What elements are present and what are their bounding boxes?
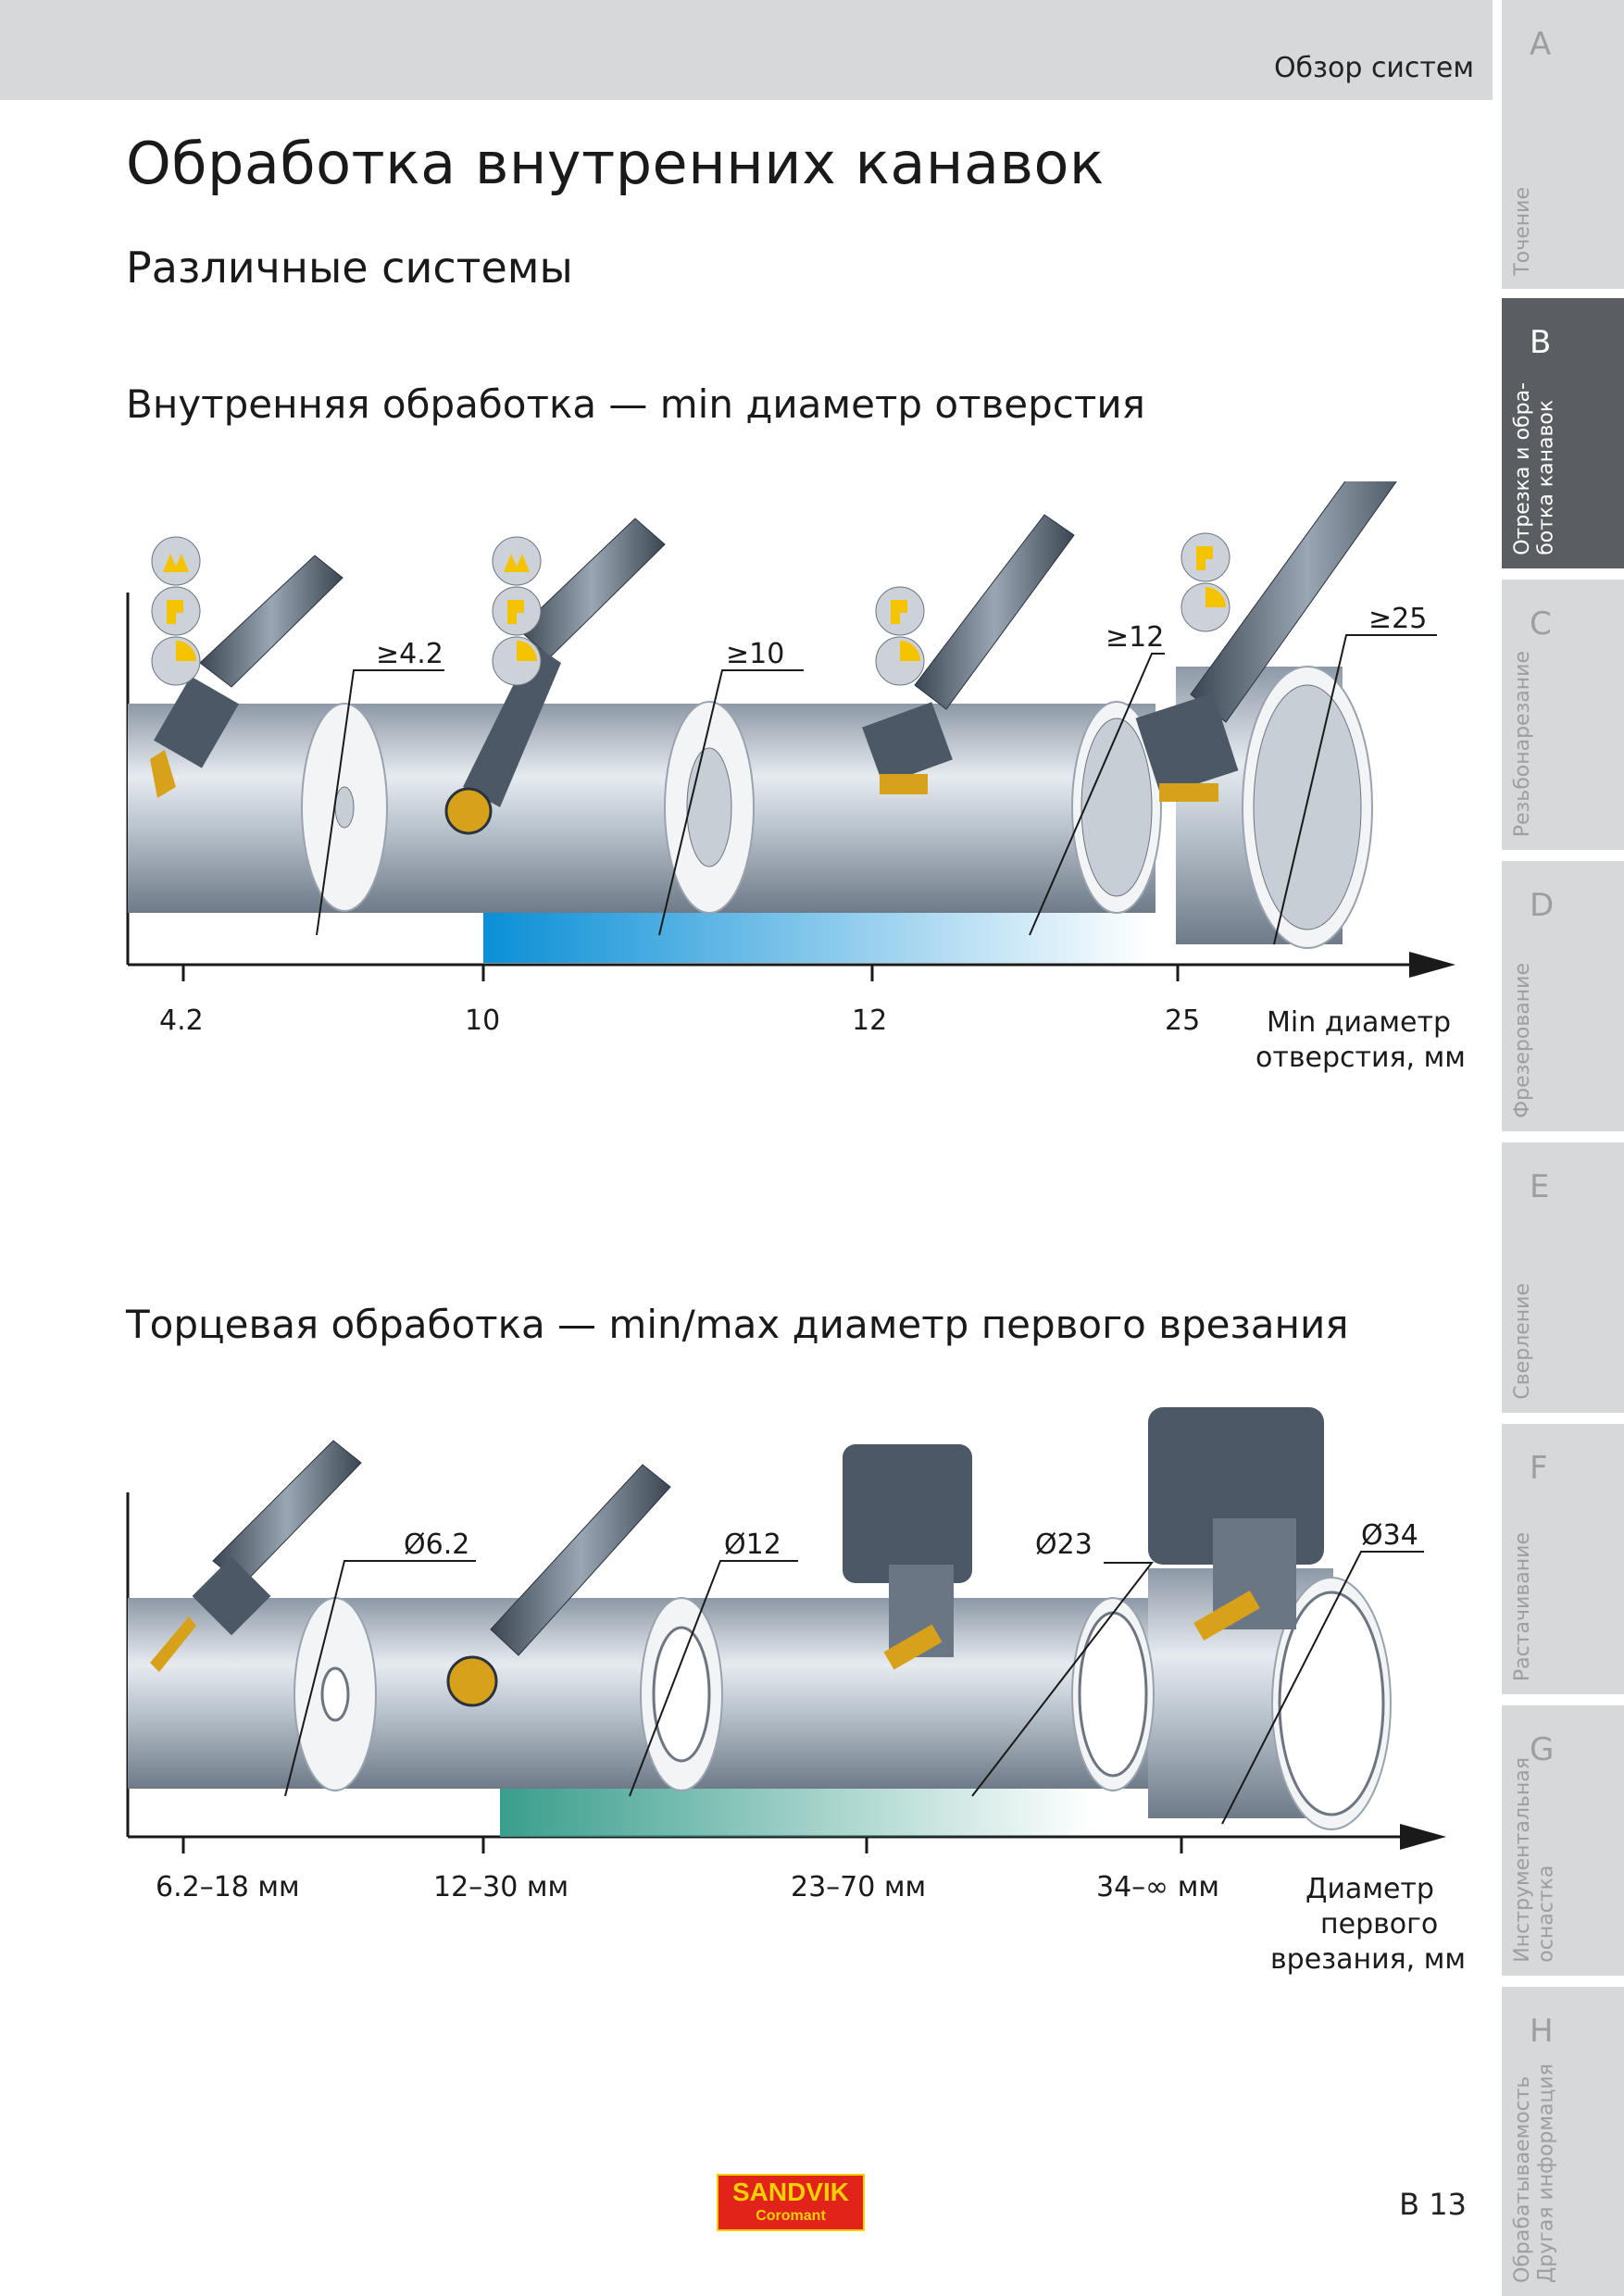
sidebar-tab-c[interactable]: C Резьбонарезание — [1502, 580, 1624, 850]
x-ticks — [181, 1837, 1183, 1853]
dimension-leaders — [316, 634, 1437, 945]
tool-1 — [150, 555, 344, 798]
tick-label: 34–∞ мм — [1096, 1871, 1219, 1903]
dim-label: ≥25 — [1368, 603, 1427, 635]
tab-label: Точение — [1511, 187, 1534, 276]
figure1-heading: Внутренняя обработка — min диаметр отвер… — [126, 381, 1145, 427]
sidebar-tab-h[interactable]: H Обрабатываемость Другая информация — [1502, 1987, 1624, 2296]
sidebar-tab-b[interactable]: B Отрезка и обра- ботка канавок — [1502, 298, 1624, 568]
tab-label: Отрезка и обра- ботка канавок — [1511, 382, 1558, 555]
bore — [334, 786, 355, 829]
logo-sub: Coromant — [756, 2208, 826, 2224]
tick-label: 12–30 мм — [433, 1871, 568, 1903]
tab-letter: B — [1530, 324, 1552, 361]
bore — [686, 747, 732, 867]
page-number: B 13 — [1399, 2187, 1467, 2222]
tab-letter: H — [1530, 2013, 1554, 2050]
tab-label: Сверление — [1511, 1283, 1534, 1400]
groove — [320, 1666, 350, 1722]
insert-icons-3 — [875, 586, 925, 686]
tab-label: Растачивание — [1511, 1531, 1534, 1681]
bore — [1253, 684, 1362, 930]
insert-icons-4 — [1181, 532, 1230, 632]
sandvik-logo: SANDVIK Coromant — [717, 2174, 865, 2231]
axis-arrow-icon — [1400, 1824, 1446, 1850]
dim-label: ≥4.2 — [376, 638, 443, 670]
tick-label: 23–70 мм — [791, 1871, 926, 1903]
axis-label: Диаметр — [1305, 1873, 1434, 1905]
tool-4 — [1135, 481, 1397, 802]
dim-label: Ø12 — [724, 1529, 781, 1561]
dim-label: ≥12 — [1106, 621, 1164, 654]
tick-label: 12 — [852, 1004, 887, 1037]
sidebar-tab-g[interactable]: G Инструментальная оснастка — [1502, 1705, 1624, 1976]
sidebar-tab-a[interactable]: A Точение — [1502, 0, 1624, 289]
insert-icons-2 — [492, 536, 542, 686]
page-title: Обработка внутренних канавок — [126, 130, 1105, 197]
page-subtitle: Различные системы — [126, 243, 573, 293]
groove — [1078, 1611, 1148, 1778]
axis-arrow-icon — [1409, 952, 1455, 978]
tab-letter: F — [1530, 1450, 1548, 1487]
axis-label: Min диаметр — [1267, 1006, 1451, 1039]
range-band — [483, 913, 1150, 963]
axis-label: первого — [1320, 1908, 1438, 1940]
tab-letter: A — [1530, 26, 1552, 63]
sidebar-tab-d[interactable]: D Фрезерование — [1502, 861, 1624, 1131]
dim-label: Ø34 — [1361, 1519, 1418, 1552]
figure2-heading: Торцевая обработка — min/max диаметр пер… — [126, 1302, 1349, 1347]
workpiece-cylinder — [128, 704, 1156, 913]
tick-label: 25 — [1165, 1004, 1200, 1037]
tick-label: 6.2–18 мм — [156, 1871, 300, 1903]
section-label: Обзор систем — [1273, 52, 1474, 84]
tick-label: 10 — [465, 1004, 500, 1037]
dim-label: Ø6.2 — [404, 1529, 469, 1561]
sidebar-tab-f[interactable]: F Растачивание — [1502, 1424, 1624, 1694]
axis-label: врезания, мм — [1270, 1943, 1466, 1976]
figure2-illustration: Ø6.2 Ø12 Ø23 Ø34 6.2–18 мм 12–30 мм 23–7… — [126, 1407, 1466, 1976]
tick-label: 4.2 — [159, 1004, 204, 1037]
range-band — [500, 1789, 1093, 1837]
tab-letter: D — [1530, 887, 1555, 924]
sidebar-tab-e[interactable]: E Сверление — [1502, 1142, 1624, 1413]
chapter-sidebar: A Точение B Отрезка и обра- ботка канаво… — [1502, 0, 1624, 2296]
figure1-illustration: ≥4.2 ≥10 ≥12 ≥25 4.2 10 12 25 Min диамет… — [126, 481, 1466, 1074]
tool-3 — [862, 514, 1075, 794]
dim-label: ≥10 — [726, 638, 784, 670]
axis-label: отверстия, мм — [1255, 1042, 1466, 1074]
tool-4 — [1148, 1407, 1324, 1641]
tab-label: Фрезерование — [1511, 963, 1534, 1118]
dimension-leaders — [284, 1551, 1424, 1825]
groove — [1278, 1591, 1385, 1816]
groove — [652, 1626, 711, 1763]
header-band — [0, 0, 1493, 100]
tab-label: Инструментальная оснастка — [1511, 1757, 1558, 1963]
tab-label: Резьбонарезание — [1511, 650, 1534, 837]
tool-2 — [446, 1464, 671, 1707]
tab-letter: C — [1530, 605, 1552, 643]
tab-label: Обрабатываемость Другая информация — [1511, 2064, 1558, 2283]
x-ticks — [181, 965, 1180, 981]
insert-icons-1 — [151, 536, 201, 686]
dim-label: Ø23 — [1035, 1529, 1093, 1561]
logo-brand: SANDVIK — [731, 2177, 849, 2206]
bore — [1081, 718, 1153, 897]
tab-letter: G — [1530, 1731, 1555, 1768]
tool-3 — [843, 1444, 972, 1670]
tab-letter: E — [1530, 1168, 1550, 1205]
tool-2 — [444, 518, 666, 835]
